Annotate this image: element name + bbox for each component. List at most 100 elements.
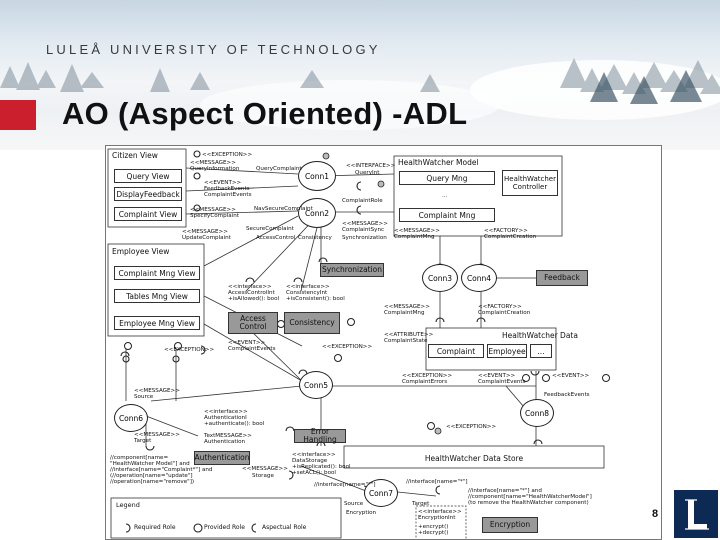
authentication-component[interactable]: Authentication [194, 451, 250, 465]
connector-conn6[interactable]: Conn6 [114, 404, 148, 432]
connector-conn7[interactable]: Conn7 [364, 479, 398, 507]
label: (to remove the HealthWatcher component) [468, 500, 589, 506]
healthwatcher-controller-component[interactable]: HealthWatcher Controller [502, 170, 558, 196]
label: TextMESSAGE>> [204, 433, 252, 439]
label: <<MESSAGE>> [134, 432, 180, 438]
label: +isReplicated(): bool [292, 464, 351, 470]
snow-shape [200, 80, 500, 130]
label: +encrypt() [418, 524, 449, 530]
label: NavSecureComplaint [254, 206, 313, 212]
label: AuthenticationI [204, 415, 247, 421]
label: <<MESSAGE>> [384, 304, 430, 310]
employee-mng-view-component[interactable]: Employee Mng View [114, 316, 200, 330]
label: <<INTERFACE>> [346, 163, 396, 169]
synchronization-component[interactable]: Synchronization [320, 263, 384, 277]
healthwatcher-data-panel [425, 327, 557, 371]
university-name: LULEÅ UNIVERSITY OF TECHNOLOGY [46, 42, 381, 57]
slide-header-background: LULEÅ UNIVERSITY OF TECHNOLOGY [0, 0, 720, 150]
label: <<EVENT>> [204, 180, 242, 186]
label: Encryption [346, 510, 377, 516]
label: AccessControlInt [228, 290, 275, 296]
label: <<EXCEPTION>> [322, 344, 373, 350]
label: SpecifyComplaint [190, 213, 239, 219]
tables-mng-view-component[interactable]: Tables Mng View [114, 289, 200, 303]
label: Source [344, 501, 364, 507]
employee-view-panel [107, 243, 205, 337]
logo-l-icon [685, 499, 709, 530]
employee-data-component[interactable]: Employee [487, 344, 527, 358]
data-store-panel [343, 445, 605, 469]
complaint-mng-component[interactable]: Complaint Mng [399, 208, 495, 222]
connector-conn1[interactable]: Conn1 [298, 161, 336, 191]
label: <<MESSAGE>> [190, 160, 236, 166]
citizen-view-title: Citizen View [112, 151, 158, 160]
snowy-trees-image [0, 58, 720, 104]
label: <<EXCEPTION>> [164, 347, 215, 353]
label: <<EXCEPTION>> [202, 152, 253, 158]
data-store-label[interactable]: HealthWatcher Data Store [424, 453, 524, 463]
label: +isAllowed(): bool [228, 296, 280, 302]
pointcut-line: //component[name= [110, 455, 169, 461]
label: ComplaintEvents [204, 192, 252, 198]
architecture-diagram: Citizen View Query View DisplayFeedback … [105, 145, 662, 540]
consistency-component[interactable]: Consistency [284, 312, 340, 334]
label: //component[name="HealthWatcherModel"] [468, 494, 592, 500]
legend-provided-role: Provided Role [204, 524, 245, 531]
healthwatcher-data-title: HealthWatcher Data [502, 331, 578, 340]
complaint-view-component[interactable]: Complaint View [114, 207, 182, 221]
label: <<MESSAGE>> [190, 207, 236, 213]
query-mng-component[interactable]: Query Mng [399, 171, 495, 185]
label: <<EVENT>> [478, 373, 516, 379]
connector-conn3[interactable]: Conn3 [422, 264, 458, 292]
feedback-component[interactable]: Feedback [536, 270, 588, 286]
page-number: 8 [652, 508, 659, 520]
encryption-component[interactable]: Encryption [482, 517, 538, 533]
label: ComplaintErrors [402, 379, 448, 385]
connector-conn8[interactable]: Conn8 [520, 399, 554, 427]
label: <<EVENT>> [552, 373, 590, 379]
connector-conn5[interactable]: Conn5 [299, 371, 333, 399]
label: <<FACTORY>> [478, 304, 522, 310]
data-ellipsis-component[interactable]: ... [530, 344, 552, 358]
label: EncryptionInt [418, 515, 456, 521]
diagram-connections [107, 148, 610, 539]
label: <<MESSAGE>> [182, 229, 228, 235]
pointcut-line: "HealthWatcher Model"] and [110, 461, 190, 467]
employee-view-title: Employee View [112, 247, 170, 256]
label: Authentication [204, 439, 246, 445]
label: //interface[name="*"] [314, 482, 376, 488]
label: //interface[name="*"] [406, 479, 468, 485]
label: ConsistencyInt [286, 290, 328, 296]
display-feedback-component[interactable]: DisplayFeedback [114, 187, 182, 201]
label: <<EVENT>> [228, 340, 266, 346]
label: QueryInt [355, 170, 380, 176]
complaint-mng-view-component[interactable]: Complaint Mng View [114, 266, 200, 280]
label: <<MESSAGE>> [134, 388, 180, 394]
label: Storage [252, 473, 274, 479]
label: QueryComplaint [256, 166, 302, 172]
label: ComplaintMng [384, 310, 425, 316]
label: ComplaintMng [394, 234, 435, 240]
label: ComplaintEvents [478, 379, 526, 385]
label: <<interface>> [204, 409, 248, 415]
label: <<FACTORY>> [484, 228, 528, 234]
connector-conn4[interactable]: Conn4 [461, 264, 497, 292]
label: QueryInformation [190, 166, 240, 172]
label: FeedbackEvents [204, 186, 250, 192]
access-control-component[interactable]: Access Control [228, 312, 278, 334]
citizen-view-panel [107, 148, 187, 228]
label: <<EXCEPTION>> [446, 424, 497, 430]
label: <<interface>> [292, 452, 336, 458]
label: ComplaintSync [342, 227, 385, 233]
label: AccessControl [256, 235, 296, 241]
label: Source [134, 394, 154, 400]
label: <<interface>> [228, 284, 272, 290]
error-handling-component[interactable]: Error Handling [294, 428, 346, 444]
legend-aspectual-role: Aspectual Role [262, 524, 307, 531]
label: <<EXCEPTION>> [402, 373, 453, 379]
label: Target [412, 501, 430, 507]
query-view-component[interactable]: Query View [114, 169, 182, 183]
connector-conn2[interactable]: Conn2 [298, 198, 336, 228]
university-logo [674, 490, 718, 538]
complaint-data-component[interactable]: Complaint [428, 344, 484, 358]
